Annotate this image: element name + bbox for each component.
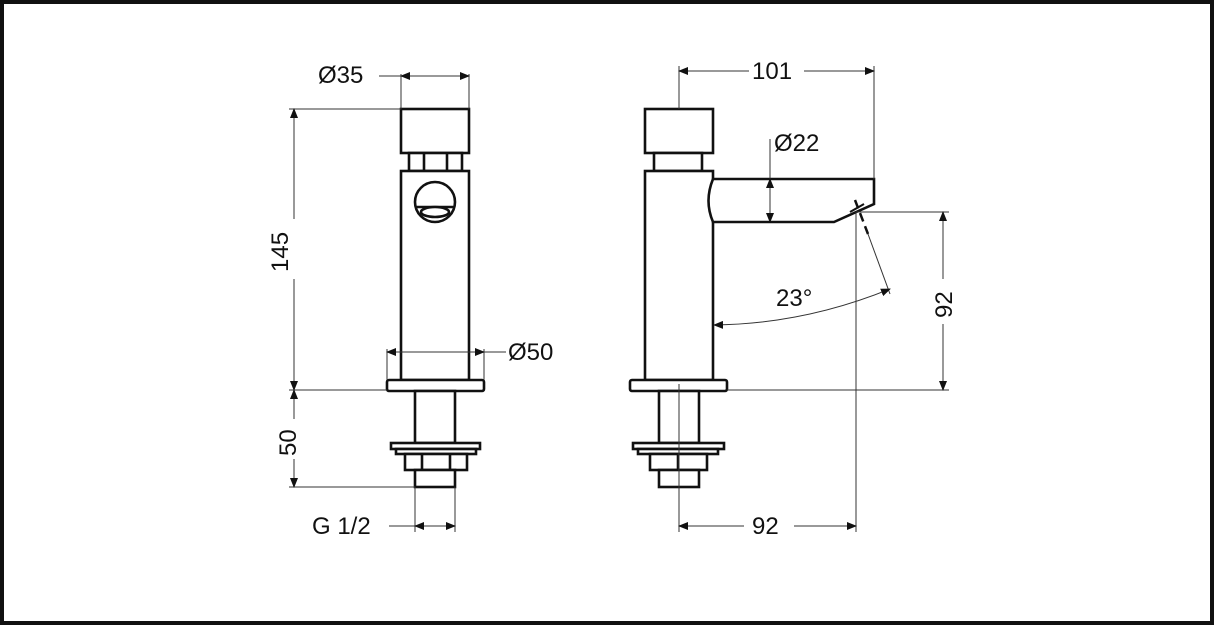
dim-spout-diameter: Ø22 (774, 130, 820, 157)
dim-thread: G 1/2 (312, 513, 371, 540)
dim-body-height: 145 (267, 231, 294, 272)
technical-drawing (289, 66, 949, 532)
dim-spray-angle: 23° (776, 285, 813, 312)
dim-button-diameter: Ø35 (318, 62, 364, 89)
dim-base-diameter: Ø50 (508, 339, 554, 366)
dim-outlet-reach: 92 (752, 513, 779, 540)
side-view (628, 66, 949, 532)
dim-shank-length: 50 (275, 429, 302, 456)
front-view (289, 72, 506, 532)
dim-spout-height: 92 (931, 291, 958, 318)
dim-overall-reach: 101 (752, 58, 793, 85)
